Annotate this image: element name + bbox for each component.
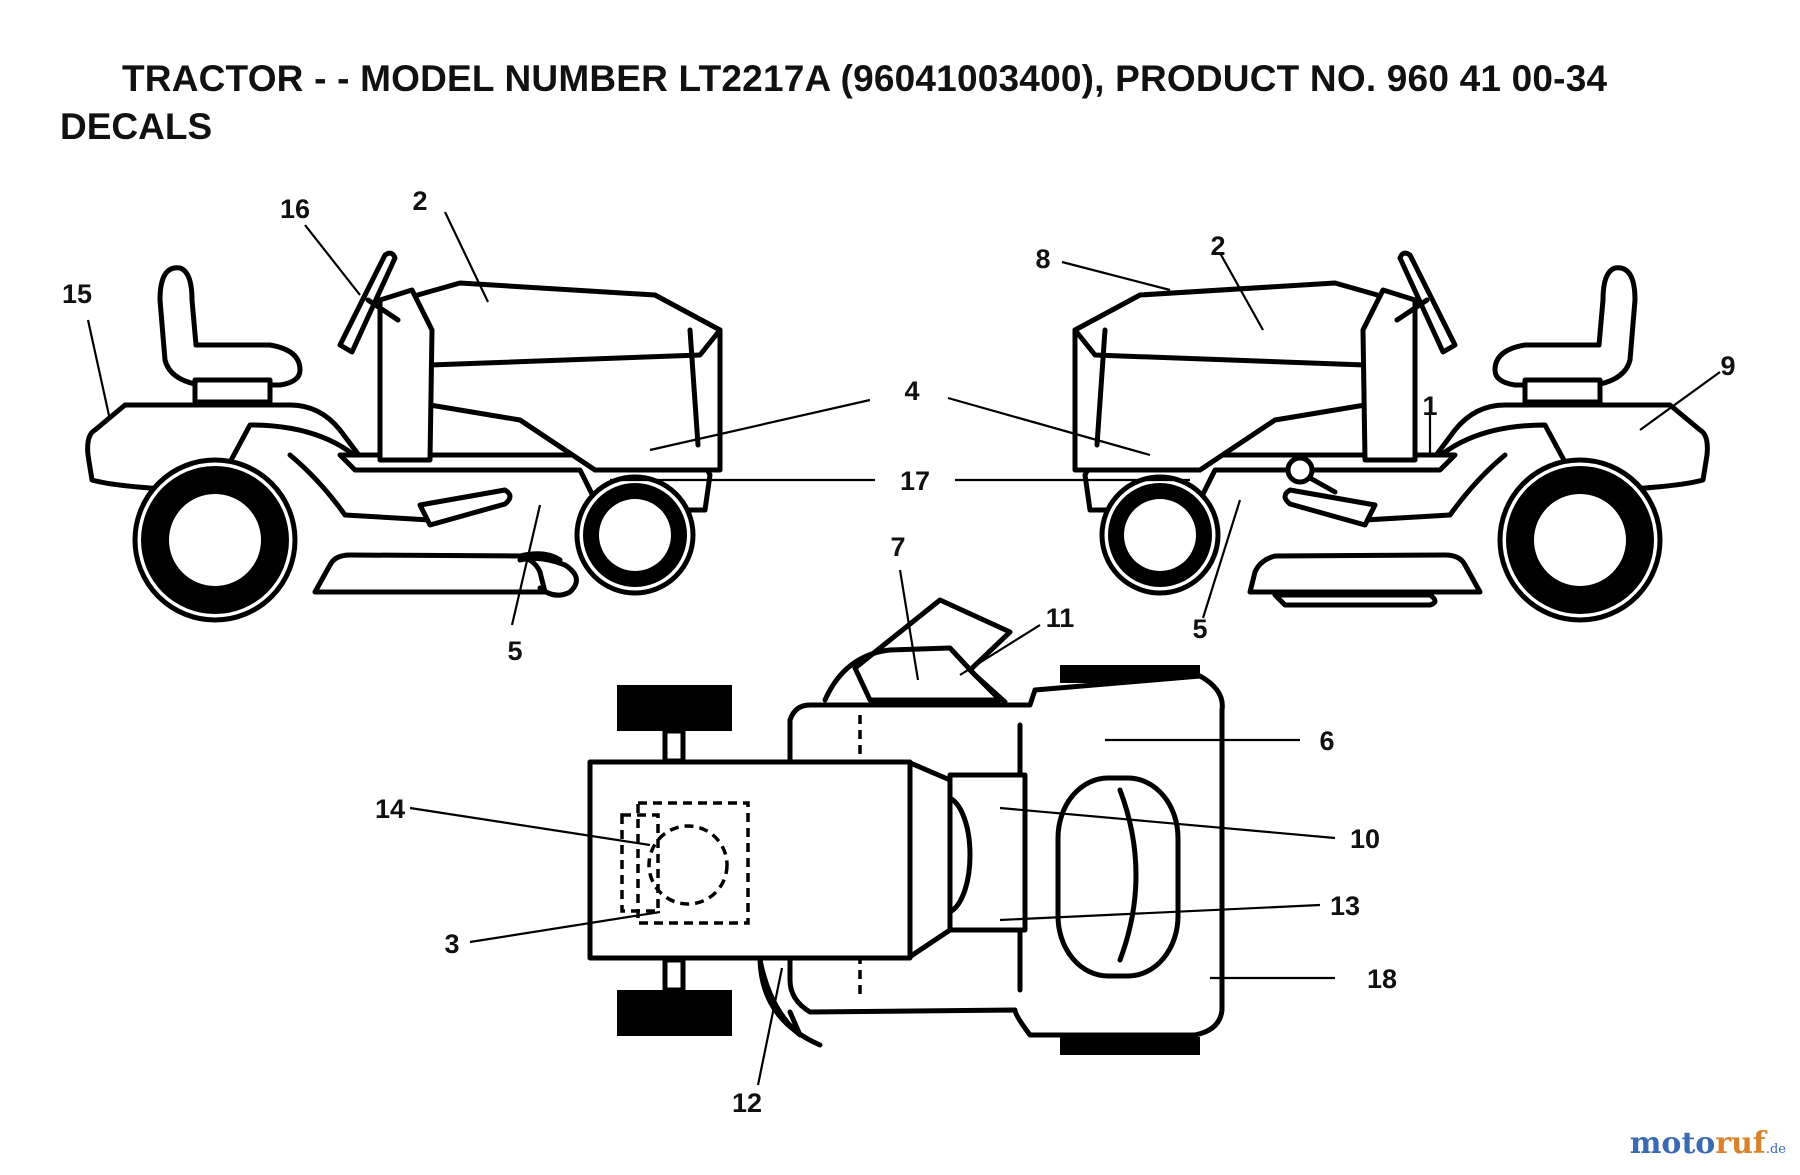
callout-top-12: 12 bbox=[732, 1088, 762, 1118]
watermark-logo: motoruf.de bbox=[1629, 1126, 1786, 1161]
callout-top-11: 11 bbox=[1046, 603, 1075, 633]
callout-left-5: 5 bbox=[507, 636, 522, 666]
tractor-left-side-view bbox=[85, 250, 723, 623]
callout-labels: 16 2 15 4 17 5 8 2 9 1 5 7 11 6 14 10 13… bbox=[62, 186, 1736, 1118]
tractor-top-view bbox=[587, 597, 1225, 1055]
callout-right-2: 2 bbox=[1210, 231, 1225, 261]
callout-top-3: 3 bbox=[444, 929, 459, 959]
callout-right-1: 1 bbox=[1422, 391, 1437, 421]
callout-4: 4 bbox=[904, 376, 919, 406]
callout-top-6: 6 bbox=[1319, 726, 1334, 756]
leader-lines bbox=[86, 211, 1721, 1086]
callout-top-7: 7 bbox=[890, 532, 905, 562]
callout-right-5: 5 bbox=[1192, 614, 1207, 644]
callout-right-8: 8 bbox=[1035, 244, 1050, 274]
callout-top-14: 14 bbox=[375, 794, 405, 824]
diagram-subtitle: DECALS bbox=[60, 106, 213, 147]
callout-left-2: 2 bbox=[412, 186, 427, 216]
callout-right-9: 9 bbox=[1720, 351, 1735, 381]
callout-top-13: 13 bbox=[1330, 891, 1360, 921]
callout-top-18: 18 bbox=[1367, 964, 1397, 994]
diagram-title: TRACTOR - - MODEL NUMBER LT2217A (960410… bbox=[122, 58, 1608, 99]
callout-left-15: 15 bbox=[62, 279, 92, 309]
callout-left-16: 16 bbox=[280, 194, 310, 224]
callout-top-10: 10 bbox=[1350, 824, 1380, 854]
tractor-right-side-view bbox=[1072, 250, 1710, 623]
callout-17: 17 bbox=[900, 466, 930, 496]
